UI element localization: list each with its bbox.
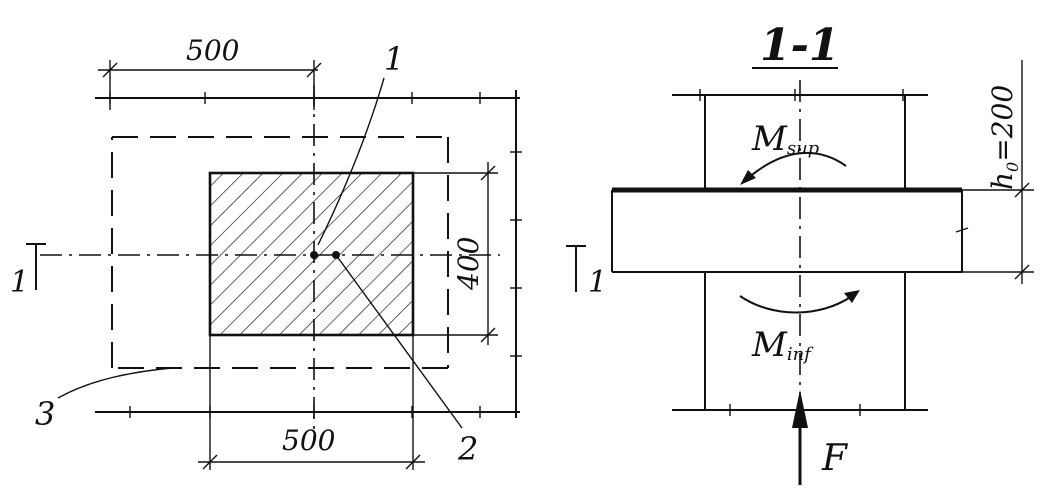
leader-2-label: 2 bbox=[457, 430, 478, 468]
section-mark-right-label: 1 bbox=[588, 265, 607, 300]
moment-sup-label: Msup bbox=[751, 119, 820, 159]
section-title: 1-1 bbox=[760, 20, 840, 71]
section-mark-left: 1 bbox=[10, 243, 46, 300]
slab-edge-right bbox=[510, 90, 522, 418]
section-view: 1-1 1 bbox=[566, 20, 1034, 485]
moment-sup: Msup bbox=[740, 119, 847, 185]
slab bbox=[611, 187, 969, 273]
h0-dimension: h0=200 bbox=[962, 60, 1034, 284]
leader-2: 2 bbox=[310, 251, 478, 468]
slab-edge-bottom bbox=[95, 406, 520, 418]
top-dimension: 500 bbox=[98, 34, 322, 110]
top-dimension-label: 500 bbox=[186, 34, 239, 67]
leader-3: 3 bbox=[35, 367, 173, 433]
leader-1: 1 bbox=[317, 40, 404, 246]
plan-view: 500 bbox=[10, 34, 522, 470]
moment-inf-label: Minf bbox=[751, 325, 814, 365]
right-dimension: 400 bbox=[413, 162, 498, 345]
slab-edge-top bbox=[95, 92, 520, 104]
leader-1-label: 1 bbox=[384, 40, 404, 78]
force-label: F bbox=[821, 438, 849, 479]
punching-perimeter bbox=[111, 136, 449, 369]
moment-inf: Minf bbox=[739, 290, 860, 365]
plan-centerlines bbox=[40, 85, 500, 440]
h0-label: h0=200 bbox=[986, 85, 1022, 190]
force-arrow: F bbox=[792, 390, 849, 485]
section-mark-right: 1 bbox=[566, 245, 607, 300]
bottom-dimension-label: 500 bbox=[282, 424, 335, 457]
section-mark-left-label: 1 bbox=[10, 265, 29, 300]
right-dimension-label: 400 bbox=[452, 237, 485, 291]
bottom-dimension: 500 bbox=[198, 424, 425, 470]
leader-3-label: 3 bbox=[35, 395, 55, 433]
